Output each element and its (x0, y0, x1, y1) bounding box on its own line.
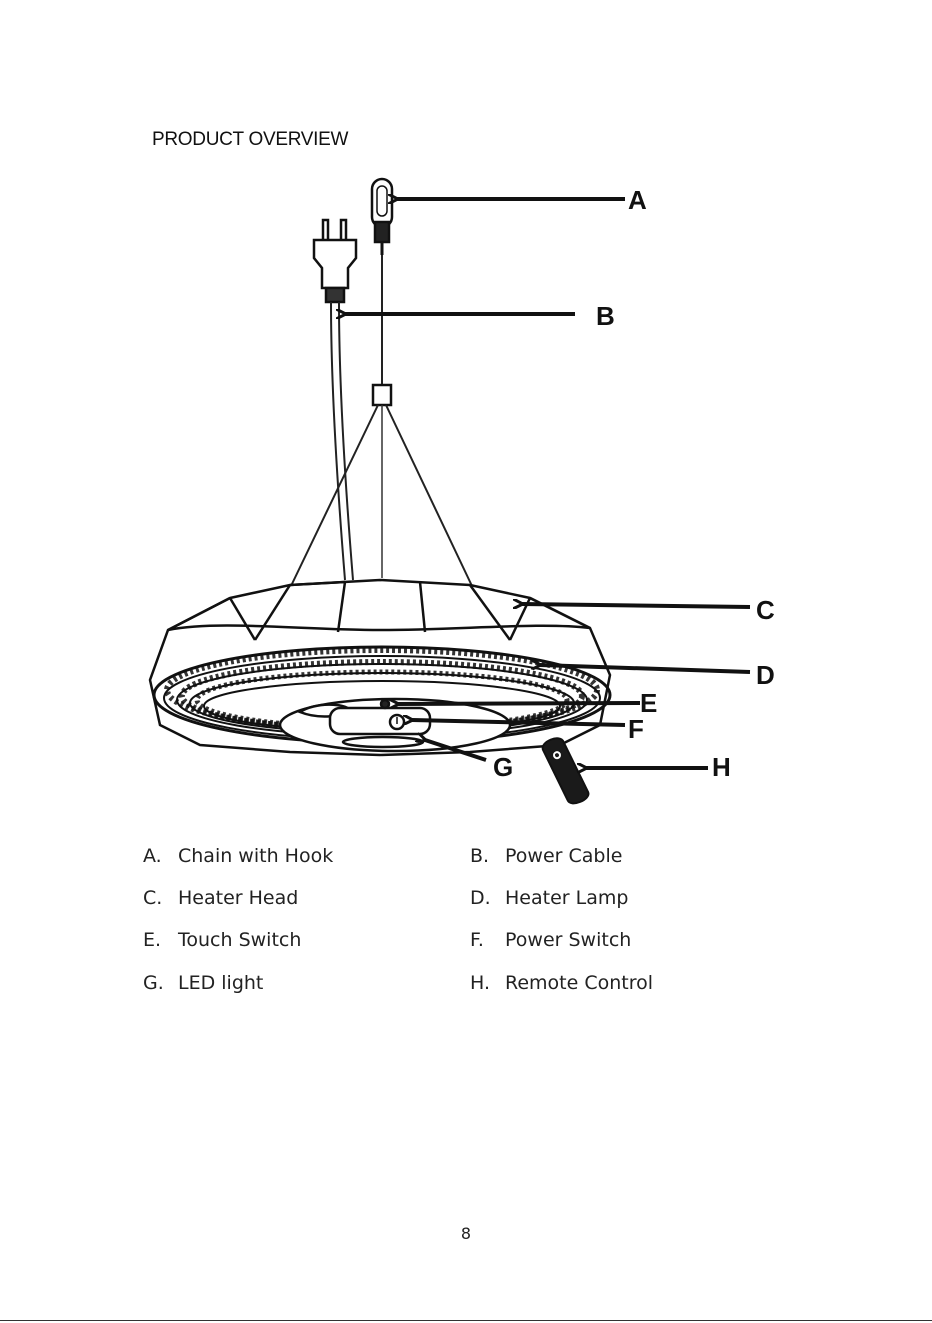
legend-label: Power Cable (505, 845, 622, 867)
legend-letter: D. (470, 887, 491, 909)
product-diagram: A B C D E F G H (0, 0, 932, 820)
legend-letter: A. (143, 845, 162, 867)
legend-label: Touch Switch (178, 929, 301, 951)
legend-label: Heater Lamp (505, 887, 628, 909)
legend-label: Chain with Hook (178, 845, 333, 867)
arrow-c (522, 604, 750, 607)
legend-letter: E. (143, 929, 161, 951)
chain-connector (373, 385, 391, 405)
callout-a: A (628, 185, 647, 215)
callout-c: C (756, 595, 775, 625)
remote-control (541, 734, 591, 807)
carabiner-hook (372, 179, 392, 255)
legend-label: Power Switch (505, 929, 631, 951)
legend-letter: F. (470, 929, 484, 951)
legend-letter: C. (143, 887, 162, 909)
callout-f: F (628, 714, 644, 744)
legend-label: Heater Head (178, 887, 298, 909)
legend-label: LED light (178, 972, 263, 994)
callout-g: G (493, 752, 513, 782)
callout-b: B (596, 301, 615, 331)
arrow-e (398, 703, 640, 704)
power-plug (314, 220, 356, 302)
callout-h: H (712, 752, 731, 782)
callout-d: D (756, 660, 775, 690)
page-number: 8 (0, 1224, 932, 1243)
legend-letter: B. (470, 845, 489, 867)
power-cable (331, 302, 353, 580)
legend-label: Remote Control (505, 972, 653, 994)
legend-letter: H. (470, 972, 490, 994)
legend-letter: G. (143, 972, 164, 994)
bottom-rule (0, 1320, 932, 1321)
bottom-plate (280, 699, 510, 751)
